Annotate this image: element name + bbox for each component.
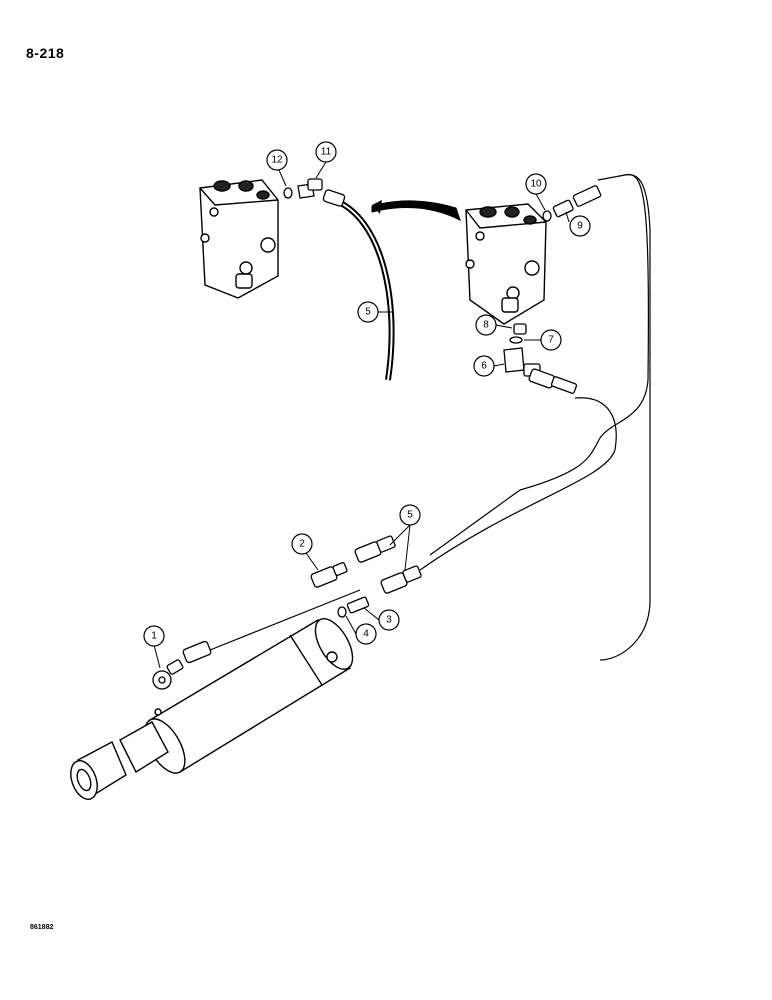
adapter-3 [346, 596, 370, 614]
hydraulic-lines [209, 173, 651, 661]
svg-text:6: 6 [481, 361, 487, 372]
callout-7: 7 [540, 329, 562, 351]
hose-5-loose [322, 189, 395, 381]
svg-text:1: 1 [151, 631, 157, 642]
callout-5-upper: 5 [357, 301, 379, 323]
control-valve-left [199, 179, 279, 299]
plug-8 [513, 323, 527, 335]
hose-end-6 [528, 368, 578, 394]
o-ring-7 [509, 336, 523, 344]
svg-text:5: 5 [407, 510, 413, 521]
callout-3: 3 [378, 609, 400, 631]
svg-text:2: 2 [299, 539, 305, 550]
direction-arrow [371, 200, 461, 221]
svg-text:5: 5 [365, 307, 371, 318]
page-number: 8-218 [26, 45, 65, 61]
o-ring-4 [337, 606, 347, 618]
callout-1: 1 [143, 625, 165, 647]
hose-end-5-lower [380, 565, 422, 594]
elbow-fitting-11 [297, 178, 323, 199]
callout-10: 10 [525, 173, 547, 195]
callout-5-lower: 5 [399, 504, 421, 526]
fitting-2 [310, 562, 348, 588]
leader-lines [153, 161, 570, 669]
control-valve-right [465, 203, 547, 325]
svg-text:7: 7 [548, 335, 554, 346]
hose-end-5-upper [354, 535, 396, 563]
callout-6: 6 [473, 355, 495, 377]
adapter-fitting-9 [552, 185, 602, 218]
callout-12: 12 [266, 149, 288, 171]
svg-text:9: 9 [577, 221, 583, 232]
elbow-fitting-1 [152, 659, 184, 690]
svg-text:10: 10 [530, 179, 542, 190]
callout-8: 8 [475, 314, 497, 336]
callout-4: 4 [355, 623, 377, 645]
svg-text:8: 8 [483, 320, 489, 331]
drawing-number: 861882 [30, 924, 54, 931]
callout-11: 11 [315, 141, 337, 163]
hose-end-cylinder [182, 640, 212, 664]
callout-9: 9 [569, 215, 591, 237]
svg-text:12: 12 [271, 155, 283, 166]
svg-text:4: 4 [363, 629, 369, 640]
callout-2: 2 [291, 533, 313, 555]
o-ring-12 [283, 187, 293, 199]
svg-text:3: 3 [386, 615, 392, 626]
o-ring-10 [542, 210, 552, 222]
hydraulic-cylinder [70, 618, 354, 800]
svg-text:11: 11 [321, 147, 332, 158]
